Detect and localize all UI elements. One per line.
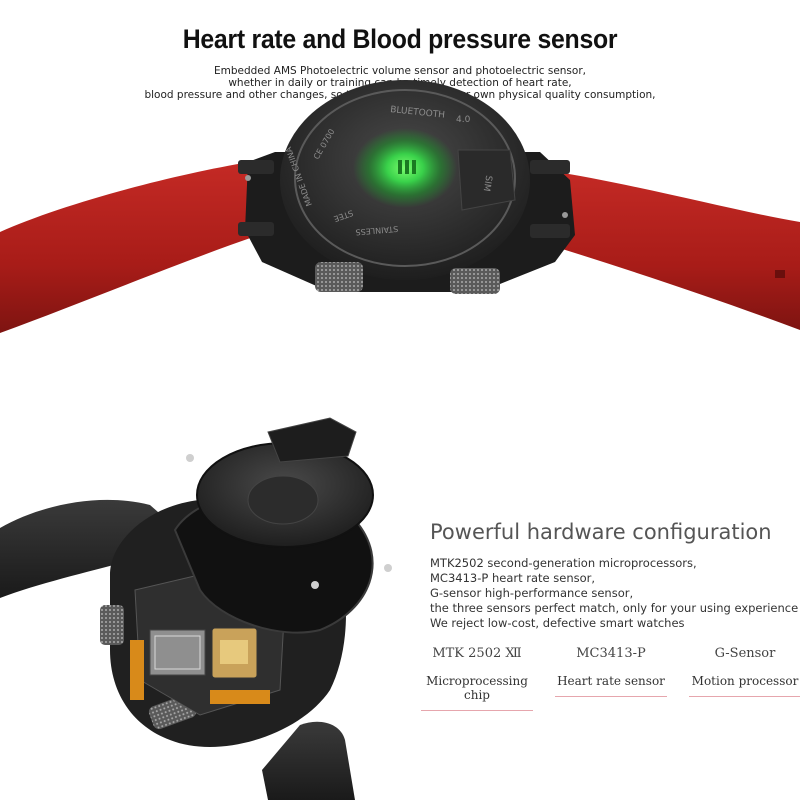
hw-line-1: MTK2502 second-generation microprocessor…	[430, 556, 697, 570]
spec-gsensor: G-Sensor Motion processor	[680, 646, 800, 697]
hardware-description: MTK2502 second-generation microprocessor…	[430, 556, 800, 631]
hw-line-3: G-sensor high-performance sensor,	[430, 586, 634, 600]
red-strap-left	[0, 162, 268, 333]
stainless-label: STAINLESS	[355, 224, 398, 237]
exploded-watch	[0, 417, 392, 800]
black-strap-bottom	[262, 721, 355, 800]
sim-cover	[457, 149, 516, 211]
hardware-title: Powerful hardware configuration	[430, 520, 772, 544]
spec-name: G-Sensor	[714, 646, 776, 661]
spec-underline	[421, 710, 533, 711]
hw-line-2: MC3413-P heart rate sensor,	[430, 571, 596, 585]
sim-label: SIM	[481, 175, 494, 193]
version-label: 4.0	[456, 115, 471, 125]
hw-line-5: We reject low-cost, defective smart watc…	[430, 616, 685, 630]
sim-tray	[149, 629, 206, 676]
spec-desc: Microprocessing chip	[426, 674, 528, 702]
side-button	[100, 605, 124, 645]
spec-mc3413: MC3413-P Heart rate sensor	[546, 646, 676, 697]
heart-rate-title: Heart rate and Blood pressure sensor	[182, 24, 618, 54]
red-strap-right	[540, 170, 800, 330]
spec-desc: Motion processor	[691, 674, 799, 688]
spec-desc: Heart rate sensor	[557, 674, 665, 688]
hw-line-4: the three sensors perfect match, only fo…	[430, 601, 799, 615]
strap-hole	[775, 270, 785, 278]
side-button-right	[450, 268, 500, 294]
lug	[238, 160, 274, 174]
spec-underline	[689, 696, 800, 697]
lug	[530, 160, 570, 174]
desc-line-1: Embedded AMS Photoelectric volume sensor…	[213, 65, 586, 77]
spec-name: MC3413-P	[576, 646, 646, 661]
red-strap-watch: SIM BLUETOOTH 4.0 CE 0700 MADE IN CHINA …	[0, 80, 800, 333]
spec-name: MTK 2502 Ⅻ	[432, 646, 522, 661]
lug	[238, 222, 274, 236]
lug	[530, 224, 570, 238]
exploded-sim-cover	[267, 417, 357, 463]
spec-underline	[555, 696, 667, 697]
side-button-left	[315, 262, 363, 292]
spec-mtk: MTK 2502 Ⅻ Microprocessing chip	[412, 646, 542, 711]
